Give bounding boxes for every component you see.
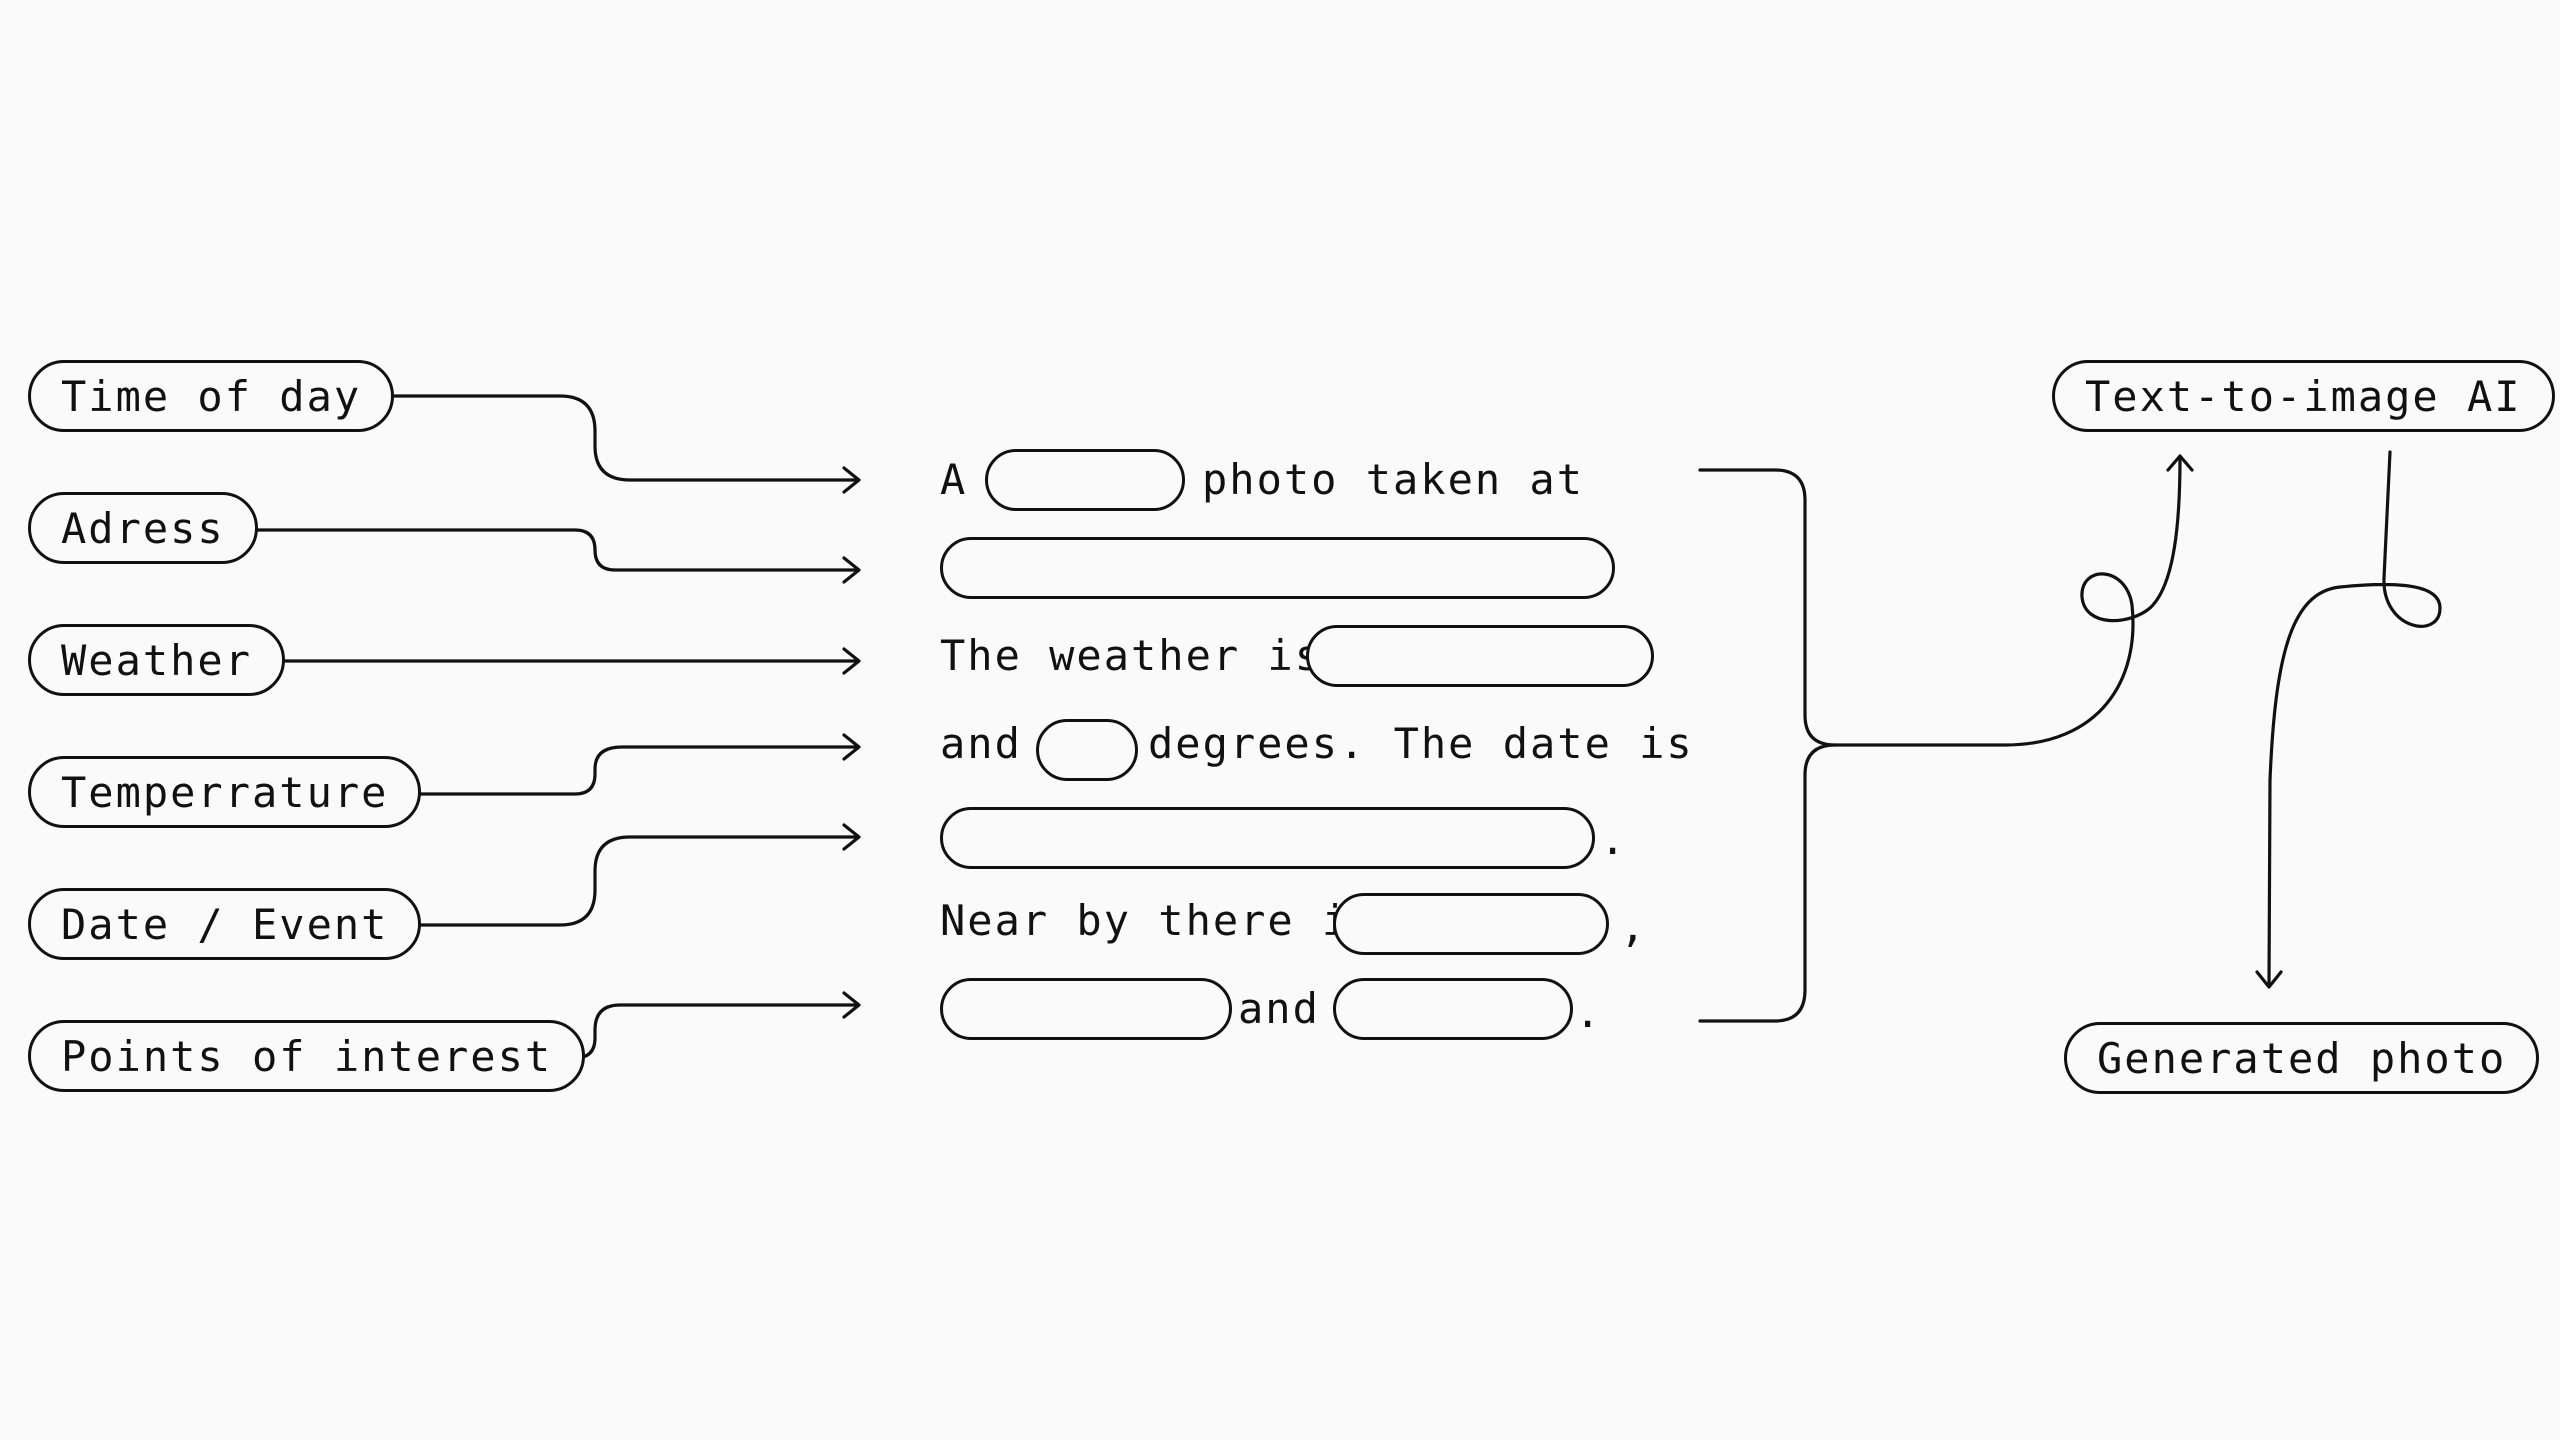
node-label: Text-to-image AI xyxy=(2085,371,2522,421)
arrowhead-time-of-day xyxy=(842,466,861,494)
input-weather: Weather xyxy=(28,624,286,696)
template-word: Near by there is xyxy=(940,896,1377,945)
template-word: . xyxy=(1575,988,1603,1037)
template-word: and xyxy=(1238,984,1320,1033)
input-label: Time of day xyxy=(61,371,362,421)
template-word: The weather is xyxy=(940,631,1323,680)
input-points-of-interest: Points of interest xyxy=(28,1020,586,1092)
input-adress: Adress xyxy=(28,492,258,564)
node-label: Generated photo xyxy=(2097,1033,2507,1083)
arrowhead-weather xyxy=(842,647,861,675)
arrowhead-points-of-interest xyxy=(842,991,861,1019)
arrowhead-to-output xyxy=(2255,970,2283,989)
generated-photo-node: Generated photo xyxy=(2064,1022,2540,1094)
input-label: Adress xyxy=(61,503,225,553)
connector-time-of-day xyxy=(358,394,860,482)
blank-adress xyxy=(940,537,1615,599)
blank-time-of-day xyxy=(985,449,1185,511)
arrowhead-date-event xyxy=(842,823,861,851)
blank-point-of-interest-1 xyxy=(1333,893,1609,955)
input-date-event: Date / Event xyxy=(28,888,422,960)
connector-to-output xyxy=(2267,450,2442,987)
connector-adress xyxy=(240,528,860,572)
template-word: A xyxy=(940,455,968,504)
input-label: Points of interest xyxy=(61,1031,553,1081)
arrowhead-temperrature xyxy=(842,733,861,761)
arrowhead-adress xyxy=(842,556,861,584)
input-label: Temperrature xyxy=(61,767,389,817)
connector-to-model xyxy=(1833,456,2182,747)
connector-temperrature xyxy=(390,745,860,796)
connector-date-event xyxy=(378,835,860,927)
blank-point-of-interest-2 xyxy=(940,978,1232,1040)
input-time-of-day: Time of day xyxy=(28,360,395,432)
arrowhead-to-model xyxy=(2166,454,2194,472)
blank-temperrature xyxy=(1036,719,1138,781)
input-temperrature: Temperrature xyxy=(28,756,422,828)
template-word: degrees. The date is xyxy=(1148,719,1694,768)
template-word: photo taken at xyxy=(1202,455,1585,504)
input-label: Date / Event xyxy=(61,899,389,949)
blank-date-event xyxy=(940,807,1595,869)
template-word: , xyxy=(1620,902,1648,951)
blank-point-of-interest-3 xyxy=(1333,978,1573,1040)
template-word: . xyxy=(1600,815,1628,864)
template-word: and xyxy=(940,719,1022,768)
blank-weather xyxy=(1306,625,1654,687)
prompt-brace xyxy=(1698,468,1837,1023)
text-to-image-ai-node: Text-to-image AI xyxy=(2052,360,2555,432)
input-label: Weather xyxy=(61,635,253,685)
